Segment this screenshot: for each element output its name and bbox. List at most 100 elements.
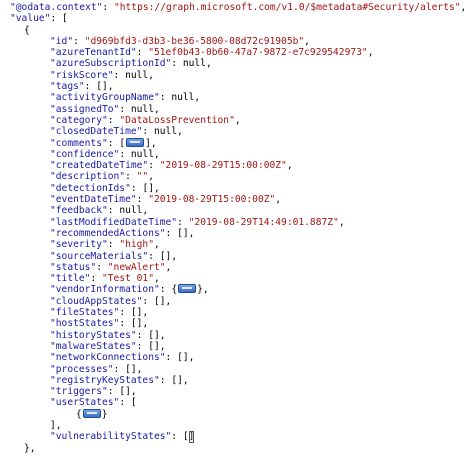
json-key: "description" — [50, 171, 126, 183]
json-key: "@odata.context" — [10, 2, 103, 13]
json-colon: : — [90, 273, 102, 285]
json-comma: , — [150, 137, 157, 149]
json-comma: , — [142, 307, 149, 319]
json-colon: : — [84, 81, 97, 93]
json-key: "id" — [50, 35, 74, 47]
json-string-value: "Test 01" — [102, 273, 154, 285]
json-comma: , — [182, 374, 189, 386]
json-colon: : — [142, 295, 154, 307]
json-value: [] — [125, 363, 137, 375]
json-colon: : — [148, 250, 160, 262]
json-value: null — [119, 205, 143, 217]
json-value: [] — [177, 352, 189, 364]
json-bracket: ], — [50, 419, 62, 431]
json-comma: , — [205, 58, 212, 70]
json-key: "vendorInformation" — [50, 284, 160, 296]
json-comma: , — [142, 205, 149, 217]
json-value: [] — [171, 374, 183, 386]
json-key: "sourceMaterials" — [50, 250, 149, 262]
json-colon: : — [125, 171, 137, 183]
ellipsis-expand-icon[interactable] — [126, 137, 145, 147]
json-key: "tags" — [50, 81, 85, 93]
json-line-closeddatetime: "closedDateTime": null, — [0, 126, 474, 137]
json-line-eventdatetime: "eventDateTime": "2019-08-29T15:00:00Z", — [0, 194, 474, 205]
json-line-userstates: "userStates": [ — [0, 397, 474, 408]
json-value: null — [130, 103, 154, 115]
ellipsis-expand-icon[interactable] — [178, 284, 197, 294]
json-line-value: "value": [ — [0, 13, 474, 24]
json-bracket: [ — [119, 137, 126, 149]
json-line-detectionids: "detectionIds": [], — [0, 183, 474, 194]
json-line-assignedto: "assignedTo": null, — [0, 104, 474, 115]
json-comma: , — [194, 92, 201, 104]
json-string-value: "51ef0b43-0b60-47a7-9872-e7c929542973" — [148, 47, 368, 59]
json-line-cloudappstates: "cloudAppStates": [], — [0, 296, 474, 307]
json-line-feedback: "feedback": null, — [0, 205, 474, 216]
json-line-triggers: "triggers": [], — [0, 386, 474, 397]
json-line-registrykeystates: "registryKeyStates": [], — [0, 375, 474, 386]
json-bracket: }, — [24, 442, 36, 454]
json-colon: : — [171, 431, 183, 443]
json-string-value: "https://graph.microsoft.com/v1.0/$metad… — [113, 2, 461, 13]
json-colon: : — [119, 307, 131, 319]
json-key: "triggers" — [50, 386, 108, 398]
json-value: [] — [96, 81, 108, 93]
json-value: [] — [130, 307, 143, 319]
json-key: "recommendedActions" — [50, 227, 166, 239]
json-colon: : — [107, 205, 120, 217]
json-key: "category" — [50, 114, 108, 126]
json-colon: : — [165, 227, 178, 239]
json-bracket: [ — [130, 397, 137, 409]
json-colon: : — [107, 239, 120, 251]
json-bracket: } — [197, 284, 203, 296]
json-line-tags: "tags": [], — [0, 81, 474, 92]
json-key: "severity" — [50, 239, 108, 251]
json-comma: , — [367, 47, 374, 59]
json-line-severity: "severity": "high", — [0, 239, 474, 250]
json-key: "fileStates" — [50, 307, 120, 319]
json-key: "feedback" — [50, 205, 108, 217]
json-colon: : — [171, 58, 183, 70]
json-value: [] — [153, 295, 166, 307]
json-value: null — [130, 148, 154, 160]
json-string-value: "high" — [119, 239, 154, 251]
text-cursor-bracket[interactable]: ] — [188, 431, 195, 443]
json-key: "malwareStates" — [50, 340, 137, 352]
ellipsis-expand-icon[interactable] — [82, 408, 101, 418]
json-string-value: "2019-08-29T15:00:00Z" — [159, 160, 287, 172]
json-line-activitygroupname: "activityGroupName": null, — [0, 92, 474, 103]
json-value: [] — [130, 318, 143, 330]
json-comma: , — [338, 216, 345, 228]
json-colon: : — [136, 340, 149, 352]
json-key: "azureSubscriptionId" — [50, 58, 172, 70]
json-comma: , — [177, 126, 183, 138]
json-colon: : — [113, 363, 126, 375]
json-comma: , — [188, 227, 195, 239]
json-colon: : — [107, 137, 120, 149]
json-value: null — [182, 58, 206, 70]
json-colon: : — [136, 194, 149, 206]
json-string-value: "2019-08-29T15:00:00Z" — [148, 194, 276, 206]
json-colon: : — [50, 13, 62, 25]
json-line: }, — [0, 443, 474, 454]
json-line-odata-context: "@odata.context": "https://graph.microso… — [0, 2, 474, 13]
json-colon: : — [177, 216, 189, 228]
json-colon: : — [159, 374, 172, 386]
json-string-value: "DataLossPrevention" — [119, 114, 235, 126]
json-colon: : — [136, 47, 149, 59]
json-line-malwarestates: "malwareStates": [], — [0, 341, 474, 352]
json-key: "hostStates" — [50, 318, 120, 330]
json-key: "value" — [10, 13, 51, 25]
json-line-category: "category": "DataLossPrevention", — [0, 115, 474, 126]
json-line-filestates: "fileStates": [], — [0, 307, 474, 318]
json-comma: , — [159, 329, 166, 341]
json-comma: , — [136, 363, 143, 375]
json-key: "riskScore" — [50, 69, 114, 81]
json-colon: : — [142, 126, 154, 138]
json-key: "processes" — [50, 363, 114, 375]
json-colon: : — [165, 352, 178, 364]
json-comma: , — [286, 160, 293, 172]
json-bracket: [ — [62, 13, 68, 25]
json-comma: , — [275, 194, 282, 206]
json-comma: , — [153, 148, 160, 160]
